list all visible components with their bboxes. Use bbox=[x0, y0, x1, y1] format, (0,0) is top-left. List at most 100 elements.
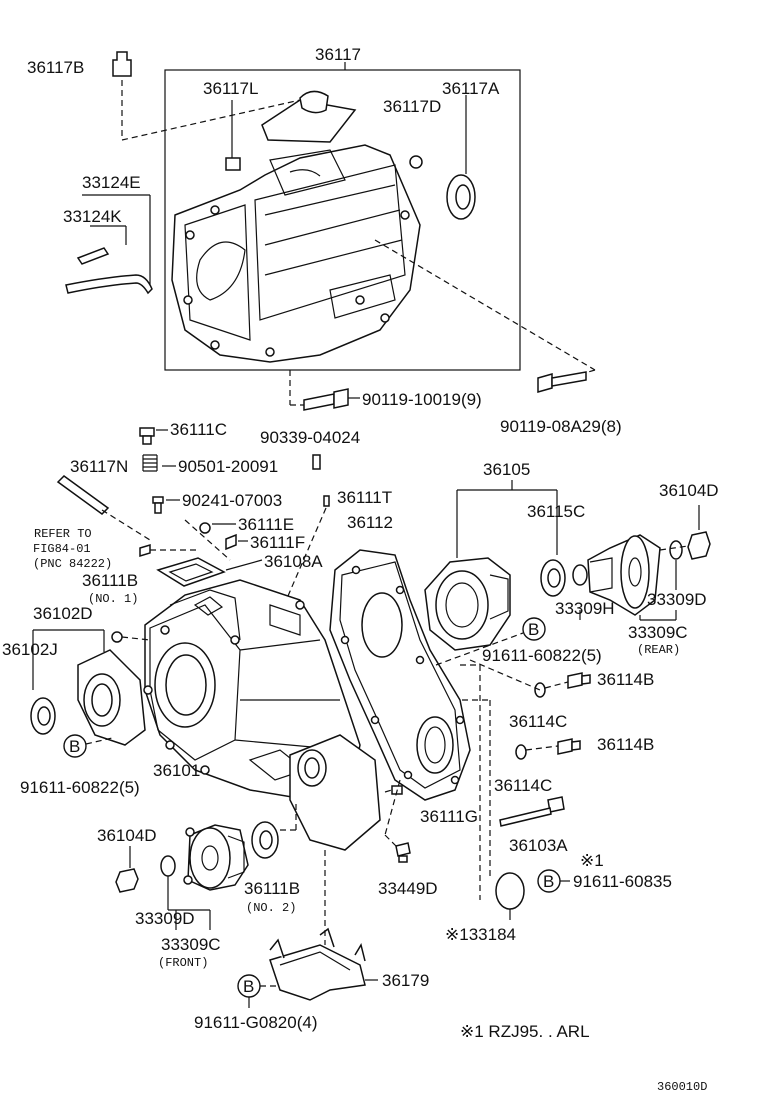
label-no1: (NO. 1) bbox=[88, 592, 138, 606]
protector-36179 bbox=[269, 927, 366, 1001]
label-36102J: 36102J bbox=[2, 640, 58, 659]
label-no2: (NO. 2) bbox=[246, 901, 296, 915]
label-33309C-front: 33309C bbox=[161, 935, 221, 954]
nut-36104D-rear bbox=[687, 531, 711, 560]
upper-case-body bbox=[171, 144, 421, 363]
seal-36102J bbox=[30, 697, 56, 735]
companion-flange-rear bbox=[587, 534, 661, 616]
b-letter-right: B bbox=[528, 620, 539, 639]
label-refer-to: REFER TO bbox=[34, 527, 92, 541]
pipe-33124E bbox=[65, 274, 153, 295]
label-36115C: 36115C bbox=[527, 502, 585, 521]
plug-36111F bbox=[225, 533, 237, 551]
label-36102D: 36102D bbox=[33, 604, 93, 623]
plug-36111B-no1 bbox=[111, 631, 123, 643]
label-36111C: 36111C bbox=[170, 420, 227, 439]
label-36111G: 36111G bbox=[420, 807, 478, 826]
bolt-B-right bbox=[522, 617, 546, 641]
bolt-36103A bbox=[499, 796, 565, 827]
bolt-90119-08A29 bbox=[537, 371, 587, 393]
bolt-36114B-1 bbox=[567, 672, 583, 689]
bolt-36111C bbox=[139, 427, 155, 445]
transfer-case-36101 bbox=[143, 579, 381, 851]
label-36111B-no1: 36111B bbox=[82, 571, 138, 590]
gasket-36114C-2 bbox=[515, 744, 527, 760]
label-36101: 36101 bbox=[153, 761, 200, 780]
label-33124K: 33124K bbox=[63, 207, 122, 226]
label-36114C-2: 36114C bbox=[494, 776, 552, 795]
label-mark1: ※1 bbox=[580, 851, 604, 870]
rear-case-36112 bbox=[329, 549, 471, 801]
label-91611-G0820: 91611-G0820(4) bbox=[194, 1013, 318, 1032]
label-36112: 36112 bbox=[347, 513, 393, 532]
label-33449D: 33449D bbox=[378, 879, 438, 898]
label-36114B-1: 36114B bbox=[597, 670, 654, 689]
label-front: (FRONT) bbox=[158, 956, 208, 970]
label-rear: (REAR) bbox=[637, 643, 680, 657]
label-36117: 36117 bbox=[315, 45, 361, 64]
nut-36104D-front bbox=[115, 868, 139, 893]
label-36111B-no2: 36111B bbox=[244, 879, 300, 898]
label-36108A: 36108A bbox=[264, 552, 323, 571]
label-36114B-2: 36114B bbox=[597, 735, 654, 754]
plate-133184 bbox=[495, 872, 525, 910]
b-letter-skid: B bbox=[243, 977, 254, 996]
bolt-90119-10019 bbox=[303, 388, 349, 411]
label-note-rzj95: ※1 RZJ95. . ARL bbox=[460, 1022, 590, 1041]
label-90501: 90501-20091 bbox=[178, 457, 278, 476]
bolt-33449D bbox=[395, 842, 411, 863]
label-36104D-front: 36104D bbox=[97, 826, 157, 845]
label-90339: 90339-04024 bbox=[260, 428, 360, 447]
b-letter-133184: B bbox=[543, 872, 554, 891]
pin-36111T bbox=[323, 495, 330, 507]
bolt-90241 bbox=[152, 496, 164, 514]
label-36104D-rear: 36104D bbox=[659, 481, 719, 500]
label-90119-08A29: 90119-08A29(8) bbox=[500, 417, 622, 436]
pin-36117L bbox=[225, 157, 241, 171]
label-33309D-rear: 33309D bbox=[647, 590, 707, 609]
label-36111T: 36111T bbox=[337, 488, 392, 507]
bolt-36114B-1-shank bbox=[581, 674, 591, 685]
upper-case-frame bbox=[164, 69, 521, 371]
seal-36111B-no2 bbox=[251, 821, 279, 859]
gasket-36108A bbox=[156, 557, 226, 587]
seal-36115C bbox=[540, 559, 566, 597]
label-36117B: 36117B bbox=[27, 58, 84, 77]
spring-90501 bbox=[142, 454, 158, 472]
bolt-36114B-2 bbox=[557, 738, 573, 755]
b-letter-left: B bbox=[69, 737, 80, 756]
washer-33309D-front bbox=[160, 855, 176, 877]
bolt-B-left bbox=[63, 734, 87, 758]
label-36114C-1: 36114C bbox=[509, 712, 567, 731]
label-33309C-rear: 33309C bbox=[628, 623, 688, 642]
label-36117D: 36117D bbox=[383, 97, 441, 116]
label-133184: ※133184 bbox=[445, 925, 516, 944]
pipe-33124K bbox=[76, 247, 110, 265]
label-diagram-code: 360010D bbox=[657, 1080, 707, 1094]
label-36117A: 36117A bbox=[442, 79, 500, 98]
oil-seal-36117A bbox=[446, 174, 476, 220]
pin-90339 bbox=[312, 454, 321, 470]
plug-36117D bbox=[409, 155, 423, 169]
extension-36102D bbox=[77, 649, 146, 746]
label-33309D-front: 33309D bbox=[135, 909, 195, 928]
extension-36105 bbox=[424, 557, 511, 651]
label-36111E: 36111E bbox=[238, 515, 294, 534]
top-cover-plate bbox=[261, 90, 357, 143]
label-90241: 90241-07003 bbox=[182, 491, 282, 510]
label-36117L: 36117L bbox=[203, 79, 258, 98]
companion-flange-front bbox=[183, 824, 249, 891]
label-36103A: 36103A bbox=[509, 836, 568, 855]
gasket-36114C-1 bbox=[534, 682, 546, 698]
label-33309H: 33309H bbox=[555, 599, 615, 618]
label-91611-60835: 91611-60835 bbox=[573, 872, 672, 891]
washer-33309D-rear bbox=[669, 540, 683, 560]
washer-33309H bbox=[572, 564, 588, 586]
label-91611-60822-right: 91611-60822(5) bbox=[482, 646, 602, 665]
label-36111F: 36111F bbox=[250, 533, 305, 552]
label-36117N: 36117N bbox=[70, 457, 128, 476]
label-refer-fig: FIG84-01 bbox=[33, 542, 91, 556]
label-90119-10019: 90119-10019(9) bbox=[362, 390, 482, 409]
ball-36111E bbox=[199, 522, 211, 534]
